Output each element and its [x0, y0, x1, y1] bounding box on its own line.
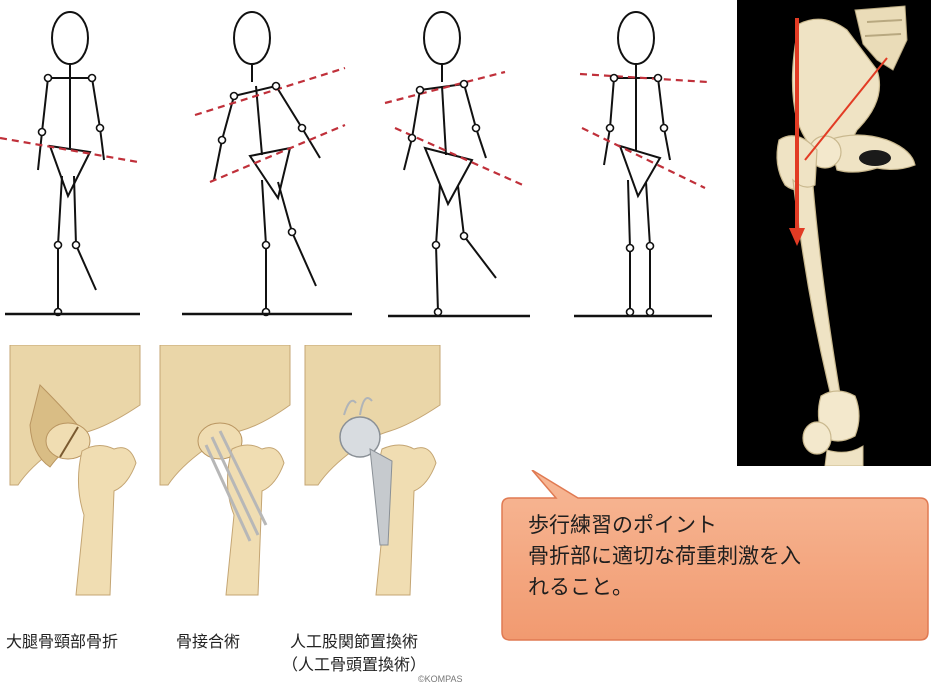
neck-force-line: [804, 57, 888, 161]
arthroplasty-illustration: [304, 345, 441, 596]
shoulder-line-3: [384, 70, 506, 105]
femur-skeleton-panel: [737, 0, 931, 466]
callout-text: 歩行練習のポイント 骨折部に適切な荷重刺激を入 れること。: [528, 510, 918, 603]
gait-stick-figures: .st { stroke:#111; stroke-width:2; fill:…: [0, 11, 712, 318]
hip-surgery-illustrations: [5, 345, 441, 596]
callout-line-1: 歩行練習のポイント: [528, 513, 717, 537]
caption-femoral-neck-fracture: 大腿骨頸部骨折: [6, 632, 119, 651]
stick-figure-2: [182, 11, 352, 317]
stick-figure-3: [384, 11, 530, 318]
callout-line-2: 骨折部に適切な荷重刺激を入: [528, 544, 801, 568]
shoulder-line-4: [579, 72, 709, 84]
femur-shaft: [792, 178, 842, 405]
callout-line-3: れること。: [528, 575, 633, 599]
pelvis-line-2: [209, 123, 346, 184]
callout-bubble: [501, 470, 929, 641]
caption-hip-arthroplasty: 人工股関節置換術: [290, 632, 419, 651]
copyright-label: ©KOMPAS: [418, 674, 463, 684]
stick-figure-1: [0, 11, 140, 317]
load-axis-arrowhead: [789, 228, 805, 246]
caption-osteosynthesis: 骨接合術: [176, 632, 241, 651]
pelvis-line-4: [581, 127, 706, 189]
osteosynthesis-illustration: [159, 345, 291, 596]
caption-hemiarthroplasty: （人工骨頭置換術）: [282, 655, 427, 674]
fracture-illustration: [5, 345, 145, 596]
shoulder-line-2: [194, 66, 346, 117]
stick-figure-4: [574, 11, 712, 318]
